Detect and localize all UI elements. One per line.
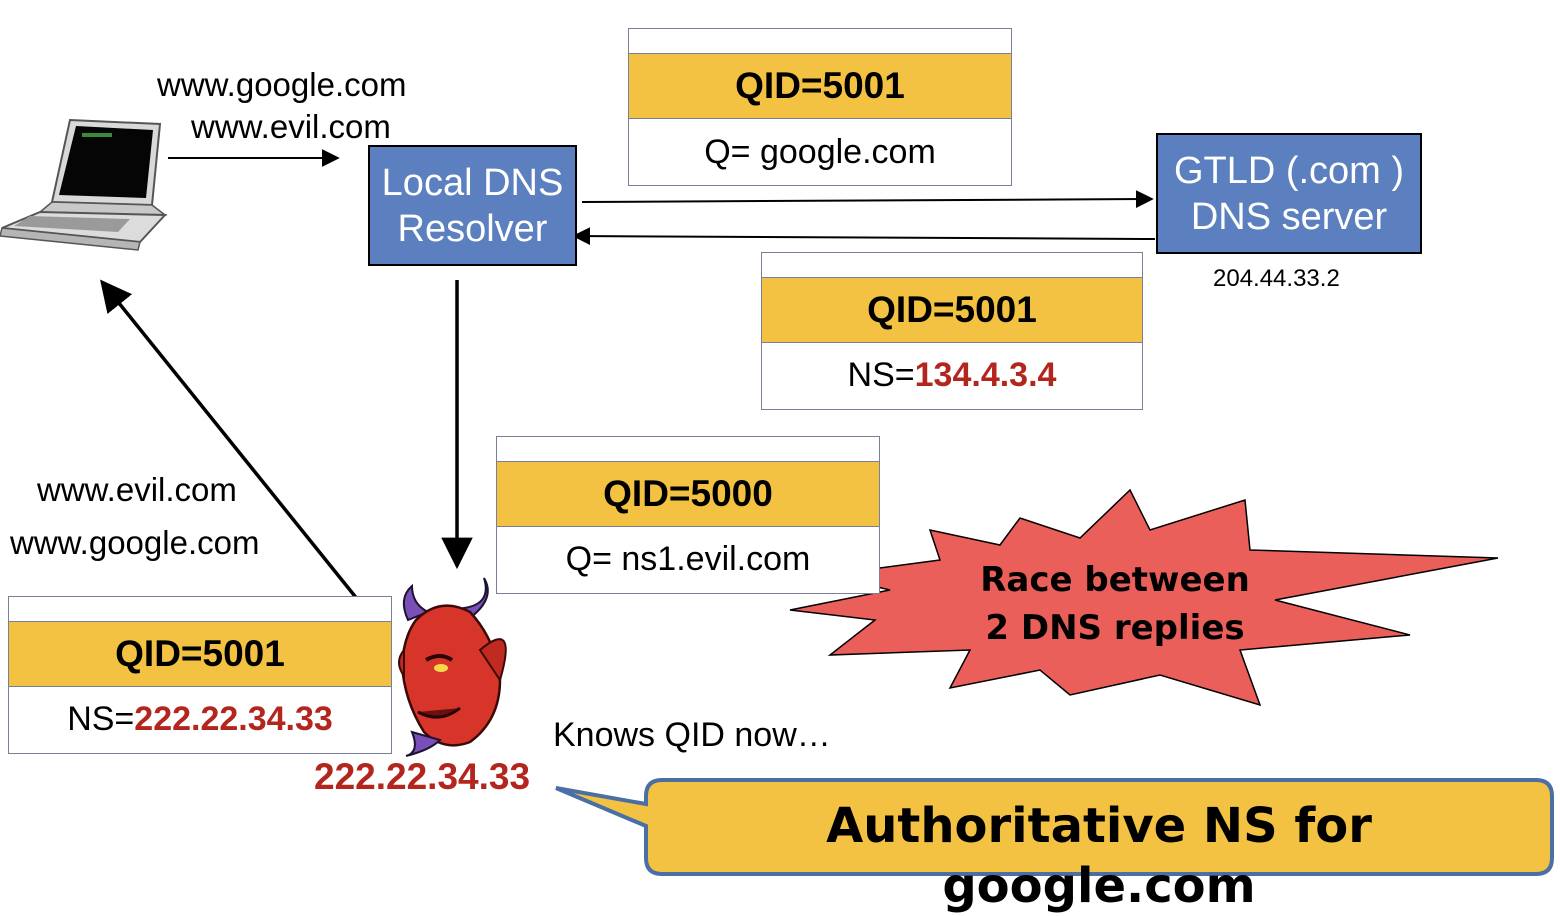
packet-body: Q= ns1.evil.com bbox=[565, 539, 811, 578]
client-received-evil: www.evil.com bbox=[37, 471, 237, 508]
resolver-label-1: Local DNS bbox=[381, 161, 564, 204]
arrow-attacker-to-client bbox=[100, 279, 364, 607]
burst-line-2: 2 DNS replies bbox=[985, 608, 1245, 648]
attacker-ip: 222.22.34.33 bbox=[314, 756, 531, 797]
client-query-evil: www.evil.com bbox=[191, 108, 391, 145]
attacker-note: Knows QID now… bbox=[553, 716, 831, 754]
packet-forged-reply: QID=5001 NS=222.22.34.33 bbox=[8, 596, 392, 754]
packet-body: Q= google.com bbox=[704, 132, 936, 171]
devil-icon bbox=[398, 577, 507, 757]
gtld-label-1: GTLD (.com ) bbox=[1173, 149, 1405, 192]
callout-bubble-shape bbox=[555, 778, 1554, 876]
packet-qid: QID=5001 bbox=[629, 53, 1011, 119]
local-dns-resolver-node: Local DNS Resolver bbox=[368, 145, 577, 266]
arrow-resolver-to-gtld bbox=[581, 190, 1154, 209]
gtld-ip: 204.44.33.2 bbox=[1213, 265, 1340, 292]
diagram-lines bbox=[0, 118, 1554, 876]
ns-prefix: NS= bbox=[847, 355, 915, 394]
packet-query-to-attacker: QID=5000 Q= ns1.evil.com bbox=[496, 436, 880, 594]
packet-query-to-gtld: QID=5001 Q= google.com bbox=[628, 28, 1012, 186]
packet-qid: QID=5001 bbox=[762, 277, 1142, 343]
packet-body: NS=222.22.34.33 bbox=[9, 687, 391, 751]
resolver-label-2: Resolver bbox=[397, 207, 548, 250]
gtld-dns-server-node: GTLD (.com ) DNS server bbox=[1156, 133, 1422, 254]
ns-value: 134.4.3.4 bbox=[914, 355, 1057, 394]
client-query-google: www.google.com bbox=[157, 66, 407, 103]
ns-value: 222.22.34.33 bbox=[134, 699, 333, 738]
callout-text: Authoritative NS for google.com bbox=[826, 798, 1372, 914]
client-received-google: www.google.com bbox=[10, 524, 260, 561]
arrow-gtld-to-resolver bbox=[572, 227, 1156, 246]
ns-prefix: NS= bbox=[67, 699, 135, 738]
packet-reply-from-gtld: QID=5001 NS=134.4.3.4 bbox=[761, 252, 1143, 410]
burst-line-1: Race between bbox=[980, 560, 1250, 600]
race-burst-text: Race between 2 DNS replies bbox=[960, 556, 1270, 652]
packet-body: NS=134.4.3.4 bbox=[762, 343, 1142, 407]
packet-qid: QID=5001 bbox=[9, 621, 391, 687]
packet-qid: QID=5000 bbox=[497, 461, 879, 527]
laptop-icon bbox=[0, 118, 168, 251]
race-burst-shape bbox=[789, 488, 1499, 707]
gtld-label-2: DNS server bbox=[1190, 195, 1388, 238]
